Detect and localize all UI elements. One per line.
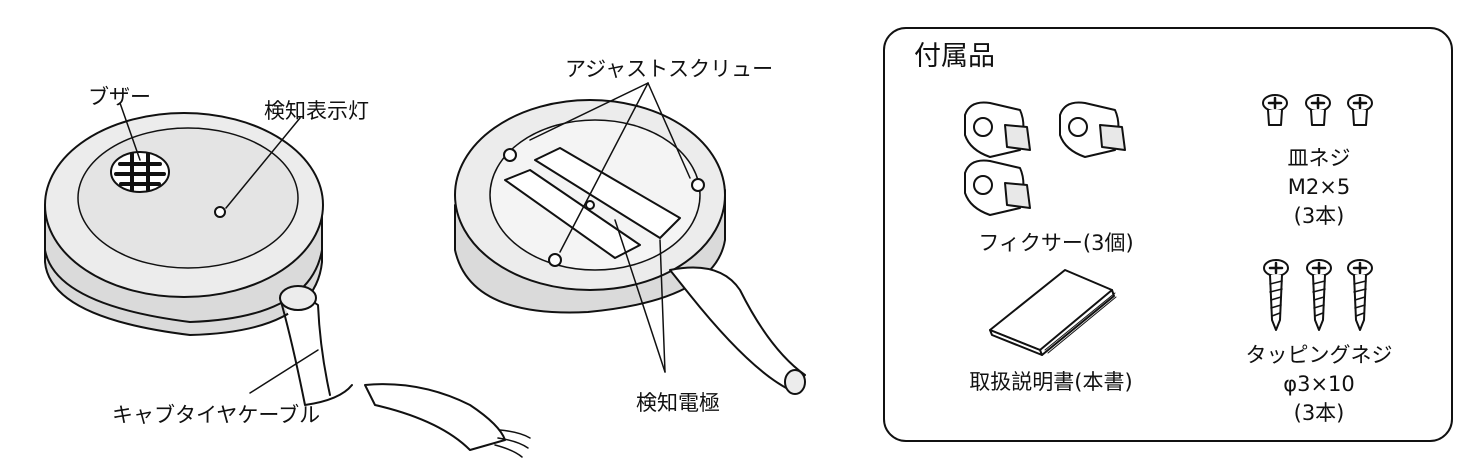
buzzer-grille [110,151,170,193]
manual-label: 取扱説明書(本書) [969,370,1133,394]
sensor-bottom-view [454,82,806,395]
plate-screw-name: 皿ネジ [1287,146,1351,170]
plate-screw-size: M2×5 [1287,175,1351,199]
fixer-label: フィクサー(3個) [978,231,1134,255]
manual-booklet-icon [989,269,1117,356]
sensor-top-view [44,102,531,458]
plate-screw-icons [1262,94,1373,126]
tapping-screw-name: タッピングネジ [1245,343,1393,367]
buzzer-label: ブザー [88,85,151,109]
tapping-screw-qty: (3本) [1293,401,1345,425]
indicator-lamp [214,206,226,218]
cabtire-cable [279,285,531,458]
indicator-lamp-label: 検知表示灯 [264,99,369,123]
electrode-plates [504,147,681,259]
plate-screw-qty: (3本) [1293,204,1345,228]
adjust-screws [503,148,705,267]
cable-bottom [669,266,806,395]
adjust-screw-label: アジャストスクリュー [565,57,774,81]
cable-label: キャブタイヤケーブル [112,403,321,427]
tapping-screw-icons [1263,259,1373,331]
electrode-label: 検知電極 [636,391,720,415]
fixer-icons [964,101,1126,216]
tapping-screw-size: φ3×10 [1283,372,1355,396]
accessories-title: 付属品 [914,41,995,72]
accessories-box [883,27,1453,442]
